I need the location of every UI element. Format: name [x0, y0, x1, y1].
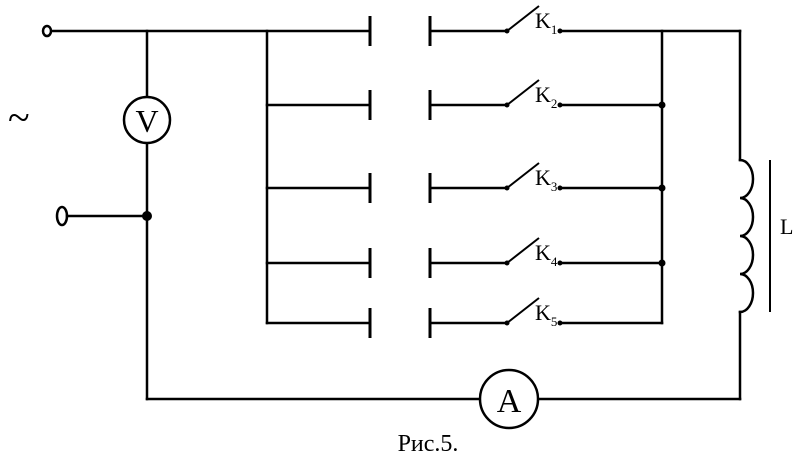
inductor-coil: [738, 158, 755, 314]
input-terminal-top: [41, 24, 53, 38]
branch-4-junction: [658, 259, 666, 267]
ac-source-symbol: ~: [8, 95, 30, 140]
input-terminal-bottom: [55, 205, 69, 227]
ammeter-circle: [478, 368, 540, 430]
switch-4-label: K4: [535, 240, 558, 269]
junction-dot: [142, 211, 152, 221]
switch-2-index: 2: [551, 96, 558, 111]
voltmeter: V: [122, 95, 172, 145]
switch-1-blade: [506, 5, 540, 32]
switch-3-label: K3: [535, 165, 557, 194]
voltmeter-circle: [122, 95, 172, 145]
ammeter-label: A: [497, 383, 522, 420]
switch-5-blade: [506, 297, 540, 324]
switch-2-blade: [506, 79, 540, 106]
switch-1-label: K1: [535, 8, 557, 37]
switch-1-index: 1: [551, 22, 558, 37]
switch-4-blade: [506, 237, 540, 264]
inductor-label: L: [780, 214, 793, 239]
switch-2-label: K2: [535, 82, 557, 111]
switch-3-index: 3: [551, 179, 558, 194]
inductor: L: [738, 158, 793, 314]
branch-2-junction: [658, 101, 666, 109]
switch-5-label: K5: [535, 300, 557, 329]
ammeter: A: [478, 368, 540, 430]
switch-5-index: 5: [551, 314, 558, 329]
switch-1-contact: [557, 28, 563, 34]
branch-3-junction: [658, 184, 666, 192]
figure-caption: Рис.5.: [398, 431, 459, 457]
voltmeter-label: V: [135, 103, 158, 139]
switch-3-blade: [506, 162, 540, 189]
switch-4-index: 4: [551, 254, 558, 269]
